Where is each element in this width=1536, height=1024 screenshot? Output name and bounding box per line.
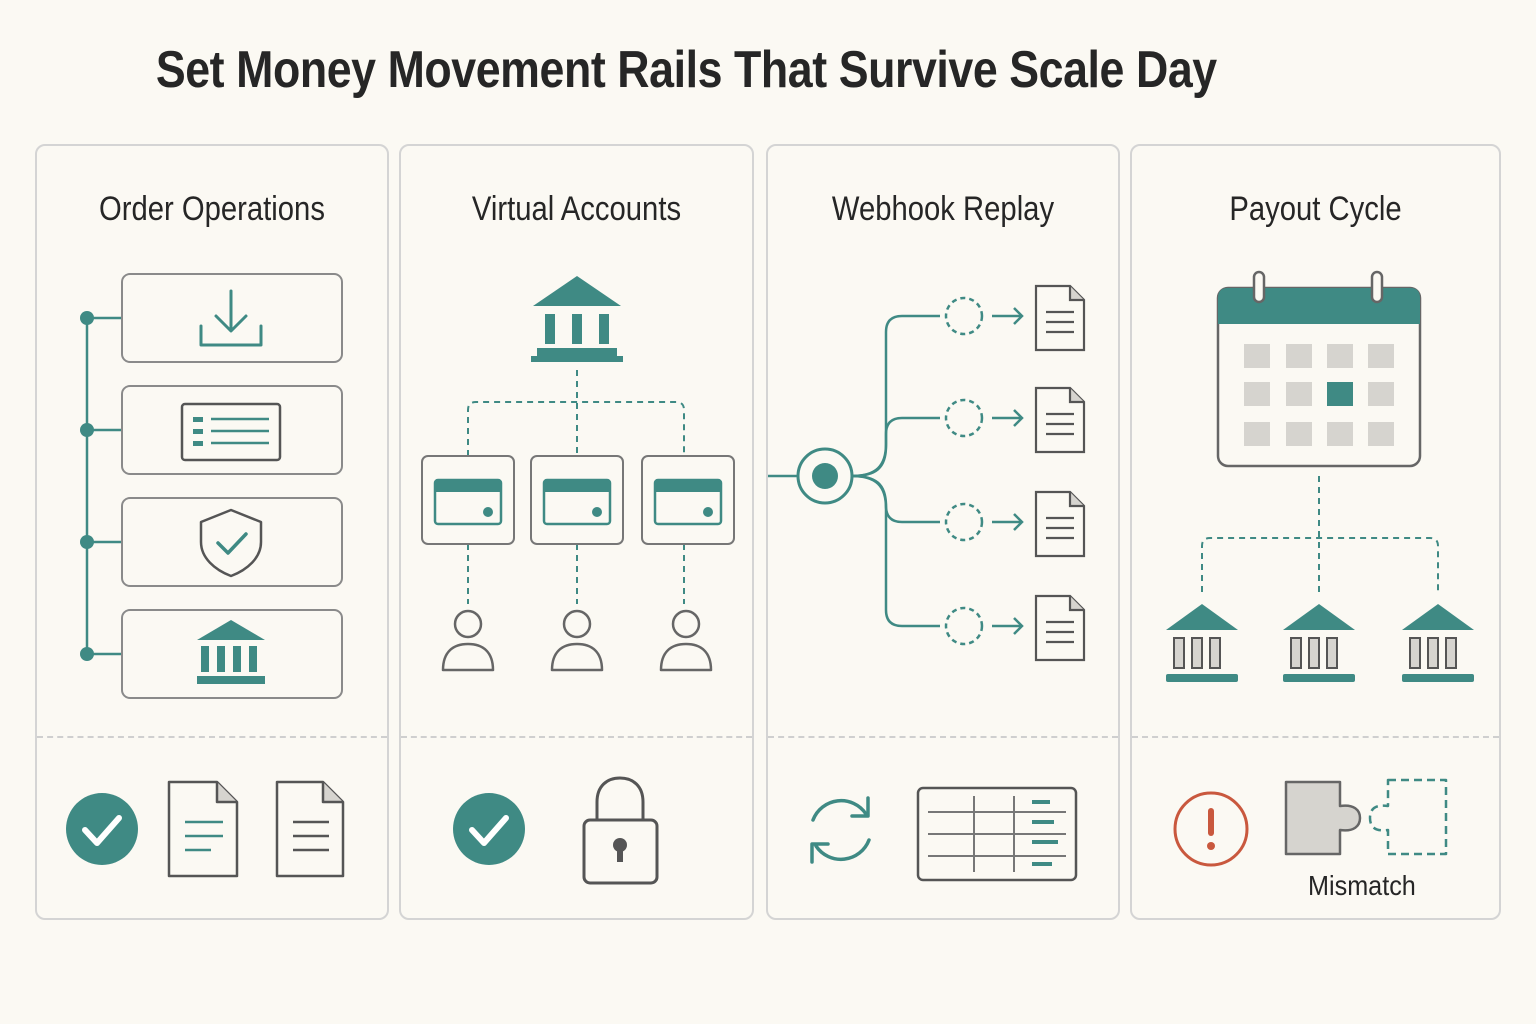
calendar-icon <box>1216 270 1422 468</box>
replay-target <box>944 296 1024 336</box>
document-icon <box>1034 490 1086 558</box>
card-icon <box>641 455 735 545</box>
rail-node <box>80 535 122 549</box>
user-icon <box>550 609 604 672</box>
panel-divider <box>401 736 752 738</box>
refresh-icon <box>810 796 871 864</box>
bank-icon <box>197 620 265 684</box>
panel-order-operations: Order Operations <box>35 144 389 920</box>
page-title: Set Money Movement Rails That Survive Sc… <box>155 41 1217 99</box>
webhook-replay-fanout <box>768 284 1086 882</box>
virtual-accounts-tree <box>421 276 735 885</box>
document-icon <box>1034 284 1086 352</box>
rail-node <box>80 311 122 325</box>
rail-node <box>80 423 122 437</box>
panel-divider <box>37 736 387 738</box>
panel-title-virtual-accounts: Virtual Accounts <box>471 190 682 228</box>
user-icon <box>659 609 713 672</box>
replay-target <box>944 502 1024 542</box>
shield-check-icon <box>199 508 263 578</box>
download-icon <box>199 289 263 347</box>
card-icon <box>530 455 624 545</box>
mismatch-label: Mismatch <box>1308 870 1416 901</box>
puzzle-icon <box>1284 778 1448 856</box>
bank-icon <box>1283 604 1355 682</box>
replay-target <box>944 398 1024 438</box>
bank-icon <box>1166 604 1238 682</box>
check-circle-icon <box>66 793 138 865</box>
panel-title-webhook-replay: Webhook Replay <box>831 190 1055 228</box>
step-box-bank <box>121 609 343 699</box>
order-operations-flow <box>66 273 345 878</box>
padlock-icon <box>582 776 659 885</box>
document-icon <box>1034 386 1086 454</box>
panel-title-payout-cycle: Payout Cycle <box>1229 190 1402 228</box>
document-icon <box>1034 594 1086 662</box>
table-icon <box>916 786 1078 882</box>
payout-cycle-tree <box>1166 270 1474 867</box>
rail-node <box>80 647 122 661</box>
panel-virtual-accounts: Virtual Accounts <box>399 144 754 920</box>
document-icon <box>167 780 239 878</box>
bank-icon <box>531 276 623 362</box>
replay-target <box>944 606 1024 646</box>
event-node-icon <box>796 447 854 505</box>
form-icon <box>180 402 282 462</box>
alert-icon <box>1173 791 1249 867</box>
user-icon <box>441 609 495 672</box>
panel-webhook-replay: Webhook Replay <box>766 144 1120 920</box>
panel-title-order-operations: Order Operations <box>99 190 325 228</box>
card-icon <box>421 455 515 545</box>
step-box-shield <box>121 497 343 587</box>
panel-divider <box>1132 736 1499 738</box>
document-icon <box>275 780 345 878</box>
bank-icon <box>1402 604 1474 682</box>
panel-payout-cycle: Payout Cycle <box>1130 144 1501 920</box>
check-circle-icon <box>453 793 525 865</box>
panel-divider <box>768 736 1118 738</box>
